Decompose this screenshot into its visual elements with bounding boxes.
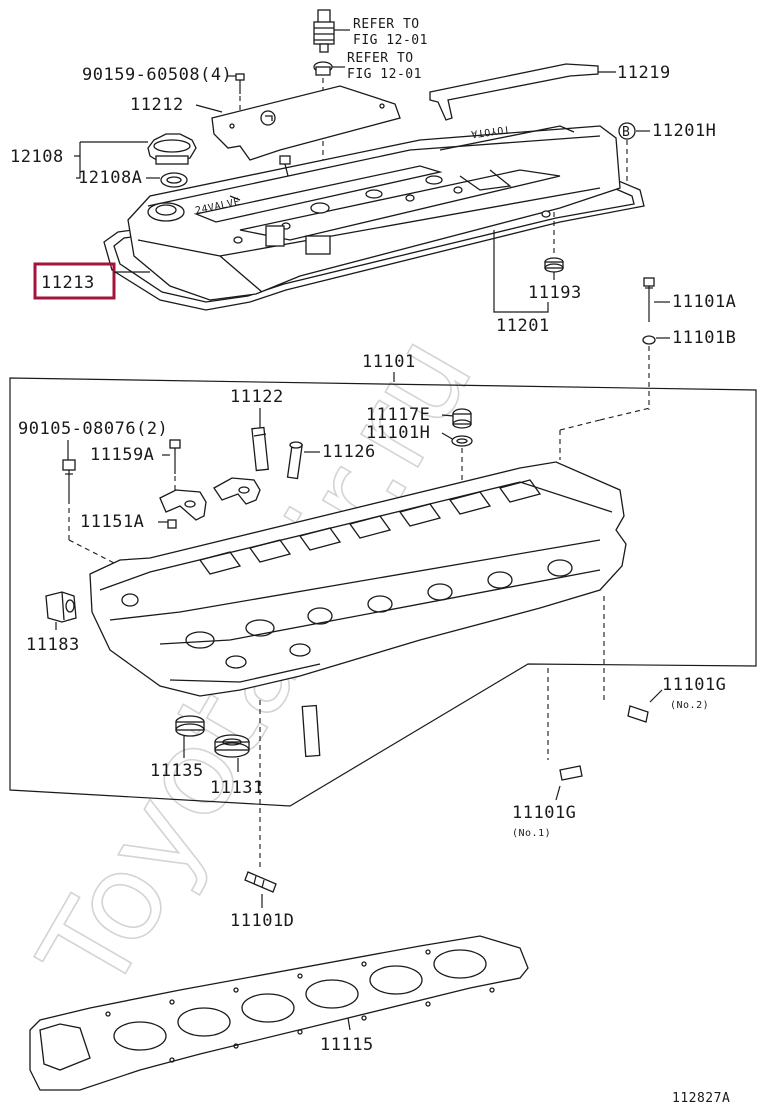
label-11101G-a: 11101G xyxy=(662,675,726,695)
label-11101A: 11101A xyxy=(672,292,736,312)
refer-label-2a: REFER TO xyxy=(347,51,414,66)
label-11117E: 11117E xyxy=(366,405,430,425)
label-11115: 11115 xyxy=(320,1035,374,1055)
label-11219: 11219 xyxy=(617,63,671,83)
plug-tube-icon xyxy=(313,9,335,53)
sleeve-icon xyxy=(301,704,321,758)
cylinder-head-icon xyxy=(89,461,627,697)
oil-cap-icon xyxy=(147,133,197,165)
label-11213[interactable]: 11213 xyxy=(41,273,95,293)
label-11101G-b: 11101G xyxy=(512,803,576,823)
dowel-11101G-no2-icon xyxy=(627,705,649,723)
label-11193: 11193 xyxy=(528,283,582,303)
label-11135: 11135 xyxy=(150,761,204,781)
label-11201: 11201 xyxy=(496,316,550,336)
label-11151A: 11151A xyxy=(80,512,144,532)
refer-label-2b: FIG 12-01 xyxy=(347,67,422,82)
valve-guide-11122-icon xyxy=(251,426,269,472)
label-12108: 12108 xyxy=(10,147,64,167)
label-11183: 11183 xyxy=(26,635,80,655)
valve-cover-11201-icon: 24VALVE TOYOTA xyxy=(103,123,645,311)
label-90105-08076: 90105-08076(2) xyxy=(18,419,168,439)
seat-11131-icon xyxy=(214,734,250,758)
figure-code-label: 112827A xyxy=(672,1091,730,1106)
bolt-11159A-icon xyxy=(169,439,181,474)
label-no2: (No.2) xyxy=(670,700,709,711)
label-11159A: 11159A xyxy=(90,445,154,465)
refer-label-1b: FIG 12-01 xyxy=(353,33,428,48)
plug-11183-icon xyxy=(45,591,77,623)
label-11131: 11131 xyxy=(210,778,264,798)
cover-engraving-toyota: TOYOTA xyxy=(470,123,510,139)
highlight-box-11213 xyxy=(33,262,116,300)
gasket-11101H-icon xyxy=(451,435,473,447)
label-11101H: 11101H xyxy=(366,423,430,443)
label-11101B: 11101B xyxy=(672,328,736,348)
label-12108A: 12108A xyxy=(78,168,142,188)
cover-plate-11212-icon xyxy=(211,85,401,161)
label-circle-b: B xyxy=(622,125,630,140)
label-11201H: 11201H xyxy=(652,121,716,141)
stud-11101D-icon xyxy=(244,871,277,893)
oil-cap-gasket-icon xyxy=(160,172,188,188)
seal-11135-icon xyxy=(175,715,205,737)
bracket-11219-icon xyxy=(429,63,599,121)
bolt-11101A-icon xyxy=(643,277,655,322)
assembly-frame-11101 xyxy=(9,377,757,807)
head-gasket-11115-icon xyxy=(29,935,529,1091)
label-11101D: 11101D xyxy=(230,911,294,931)
plug-11117E-icon xyxy=(452,408,472,429)
bearing-cap-11151A-icon xyxy=(159,477,261,529)
callout-b-icon xyxy=(618,122,636,140)
label-11101: 11101 xyxy=(362,352,416,372)
label-11126: 11126 xyxy=(322,442,376,462)
screw-icon xyxy=(235,73,245,94)
label-90159-60508: 90159-60508(4) xyxy=(82,65,232,85)
washer-11101B-icon xyxy=(642,335,656,345)
grommet-11193-icon xyxy=(544,257,564,273)
dowel-11101G-no1-icon xyxy=(559,765,583,781)
bolt-90105-icon xyxy=(62,459,76,504)
plug-seal-icon xyxy=(313,61,333,76)
label-11122: 11122 xyxy=(230,387,284,407)
refer-label-1a: REFER TO xyxy=(353,17,420,32)
label-no1: (No.1) xyxy=(512,828,551,839)
label-11212: 11212 xyxy=(130,95,184,115)
pin-11126-icon xyxy=(286,441,303,480)
